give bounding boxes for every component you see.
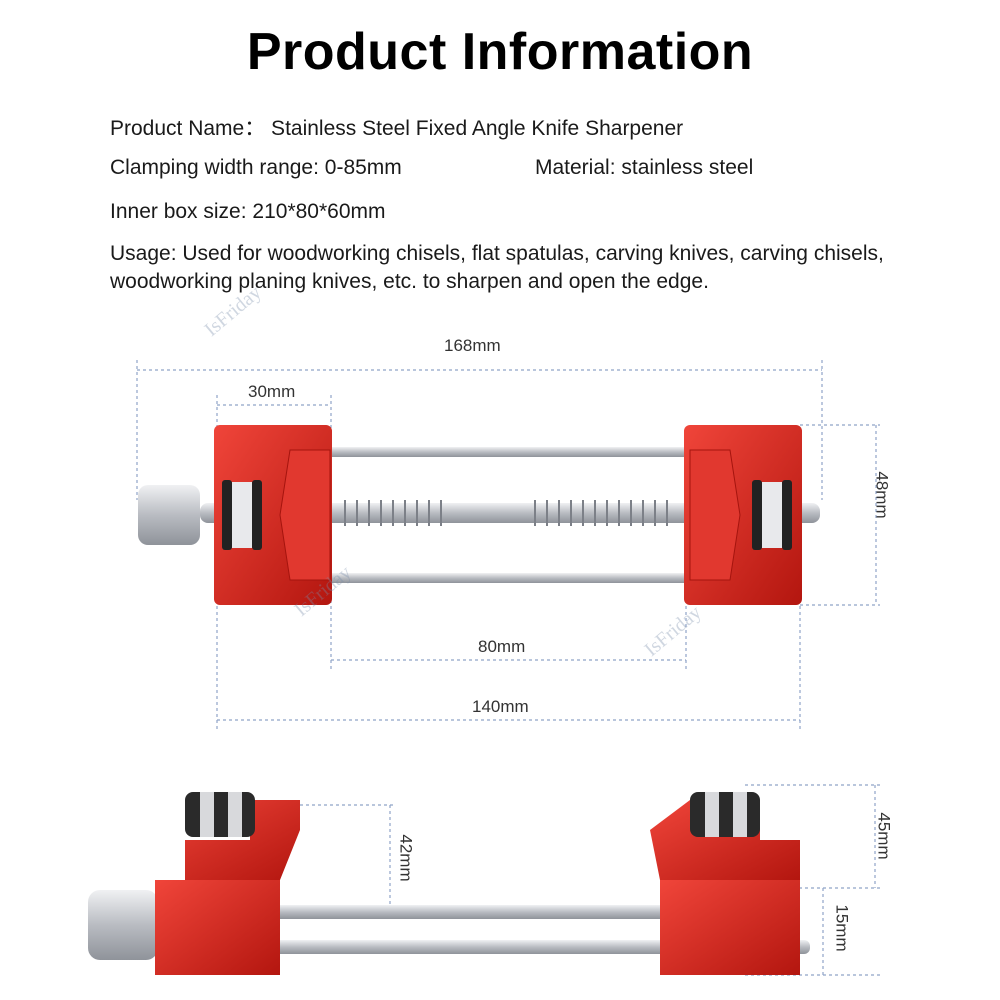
product-name: Product Name： Stainless Steel Fixed Angl…: [110, 117, 684, 140]
dimension-side-left: 42mm: [396, 834, 416, 882]
material: Material: stainless steel: [535, 156, 754, 179]
side-block-left: [155, 880, 280, 975]
side-block-right: [660, 880, 800, 975]
dimension-overall-length: 168mm: [444, 336, 501, 355]
dimension-base-length: 140mm: [472, 697, 529, 716]
rail-top: [325, 447, 690, 457]
dimension-block-width: 30mm: [248, 382, 296, 401]
dimension-inner-gap: 80mm: [478, 637, 526, 656]
usage-text: Usage: Used for woodworking chisels, fla…: [110, 242, 884, 293]
threaded-rod: [200, 503, 820, 523]
dimension-height-top: 48mm: [872, 471, 892, 519]
rail-bottom: [325, 573, 690, 583]
page-title: Product Information: [246, 23, 754, 81]
clamping-width: Clamping width range: 0-85mm: [110, 156, 402, 179]
inner-box-size: Inner box size: 210*80*60mm: [110, 200, 386, 223]
side-knob: [88, 890, 158, 960]
knob-left: [138, 485, 200, 545]
dimension-side-right: 45mm: [874, 812, 894, 860]
dimension-base-height: 15mm: [832, 904, 852, 952]
side-rail: [150, 940, 810, 954]
